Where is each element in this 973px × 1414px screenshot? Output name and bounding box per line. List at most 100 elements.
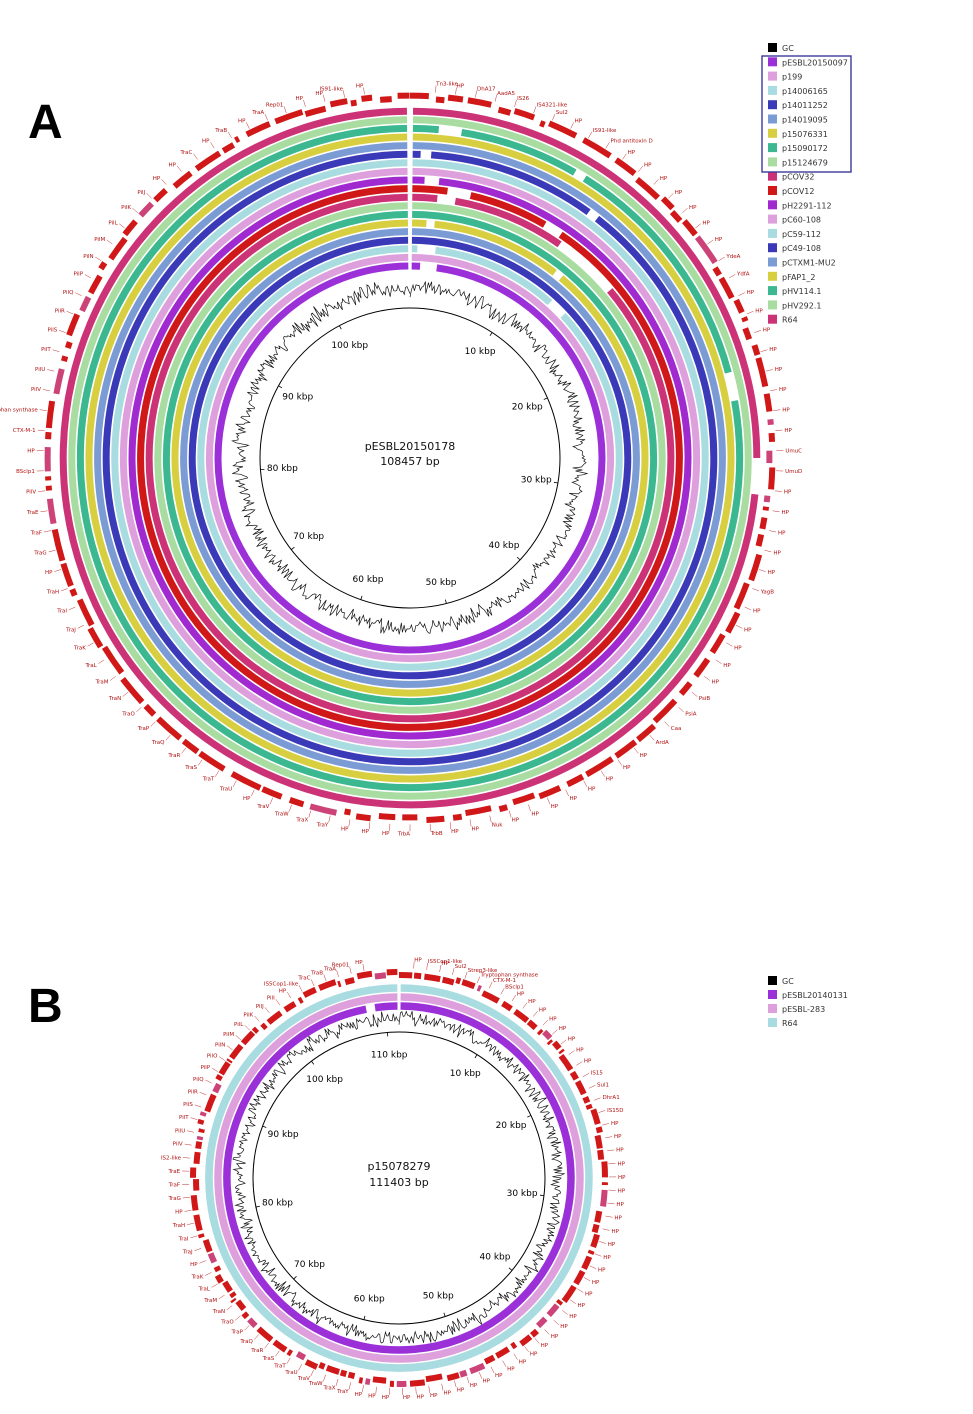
kbp-tick: [474, 1054, 478, 1059]
ring-segment: [469, 192, 547, 228]
gene-block: [379, 96, 392, 103]
legend-label: R64: [782, 316, 798, 325]
gene-label: HP: [702, 220, 710, 226]
gene-label: TraR: [167, 753, 180, 759]
gene-label: HP: [782, 407, 790, 413]
gene-block: [497, 106, 512, 116]
legend-swatch: [768, 257, 777, 267]
gene-block: [581, 1255, 593, 1271]
ring-segment: [412, 193, 438, 203]
gene-label-leader: [165, 734, 171, 741]
gene-label-leader: [226, 1045, 233, 1051]
gene-block: [202, 1239, 213, 1253]
kbp-tick: [516, 556, 521, 561]
gene-label-leader: [308, 810, 312, 818]
gene-label: TraI: [178, 1236, 189, 1242]
gene-block: [590, 1233, 600, 1248]
gene-label-leader: [176, 165, 182, 172]
comparison-ring: [128, 176, 692, 740]
gene-label: TraO: [121, 711, 135, 717]
gene-label-leader: [773, 409, 781, 411]
gene-label-leader: [532, 1010, 538, 1017]
gene-label: HP: [611, 1229, 619, 1235]
gene-block: [558, 1048, 565, 1055]
gene-block: [678, 681, 693, 696]
kbp-label: 10 kbp: [465, 347, 496, 357]
legend-label: pCOV32: [782, 173, 814, 182]
gene-label: IS2-like: [161, 1155, 182, 1161]
gene-label: PilM: [94, 237, 105, 243]
gene-label: HP: [584, 1059, 592, 1065]
gene-label-leader: [533, 106, 537, 114]
gene-label-leader: [161, 179, 167, 185]
gene-label: TraG: [167, 1196, 180, 1202]
kbp-tick: [445, 599, 447, 604]
gene-label-leader: [289, 804, 292, 812]
gene-block: [344, 977, 355, 986]
gene-block: [614, 157, 637, 176]
gene-label-leader: [226, 1305, 233, 1311]
gene-label: PilL: [108, 220, 118, 226]
gene-label: HP: [528, 999, 536, 1005]
gene-label: HP: [606, 776, 614, 782]
gene-block: [198, 750, 226, 772]
gene-block: [587, 1249, 595, 1255]
gene-block: [45, 400, 56, 429]
gene-label-leader: [588, 131, 593, 139]
ring-segment: [205, 253, 615, 663]
gene-label: CTX-M-1: [13, 428, 36, 434]
gene-block: [79, 295, 92, 313]
gene-label-leader: [298, 985, 303, 992]
gene-label: HP: [618, 1175, 626, 1181]
legend-swatch: [768, 143, 777, 153]
ring-segment: [435, 246, 553, 306]
gene-block: [372, 1376, 387, 1384]
gene-label: TraO: [220, 1320, 234, 1326]
gene-label-leader: [441, 1383, 444, 1391]
gene-label-leader: [87, 642, 94, 647]
gene-block: [283, 1001, 297, 1013]
gene-label-leader: [122, 691, 129, 697]
gene-label: HP: [747, 290, 755, 296]
ring-segment: [188, 236, 632, 680]
gene-block: [425, 1373, 443, 1383]
gene-label: TraI: [56, 609, 67, 615]
gene-label: TraE: [26, 510, 39, 516]
gene-block: [356, 970, 373, 980]
gene-block: [763, 393, 773, 412]
gene-block: [347, 1371, 356, 1379]
gene-block: [762, 506, 770, 511]
gene-block: [546, 1303, 560, 1318]
gene-block: [101, 645, 125, 675]
gene-block: [204, 1093, 217, 1113]
gene-block: [213, 1265, 222, 1273]
gene-block: [660, 196, 675, 211]
gene-label-leader: [187, 1222, 194, 1225]
gene-label-leader: [275, 999, 281, 1006]
gene-label-leader: [600, 770, 605, 777]
legend-label: pHV114.1: [782, 287, 821, 296]
gene-block: [767, 418, 774, 426]
kbp-label: 80 kbp: [267, 464, 298, 474]
ring-segment: [111, 159, 709, 757]
gene-label: HP: [519, 1359, 527, 1365]
kbp-label: 40 kbp: [488, 541, 519, 551]
gene-label-leader: [84, 274, 91, 279]
panel-a-legend: GCpESBL20150097p199p14006165p14011252p14…: [768, 43, 848, 325]
ring-segment: [154, 202, 666, 714]
gene-label: HP: [715, 237, 723, 243]
legend-swatch: [768, 157, 777, 167]
gene-label: PsiB: [699, 696, 711, 702]
gene-block: [318, 1362, 326, 1370]
gene-label-leader: [599, 1241, 606, 1244]
comparison-ring: [180, 228, 640, 688]
panel-a-rings: [44, 92, 776, 824]
gene-block: [143, 703, 157, 717]
gene-block: [60, 562, 74, 588]
gene-label-leader: [98, 659, 105, 664]
gene-block: [229, 1291, 237, 1299]
gene-label-leader: [454, 1380, 457, 1388]
gene-label-leader: [146, 193, 152, 199]
